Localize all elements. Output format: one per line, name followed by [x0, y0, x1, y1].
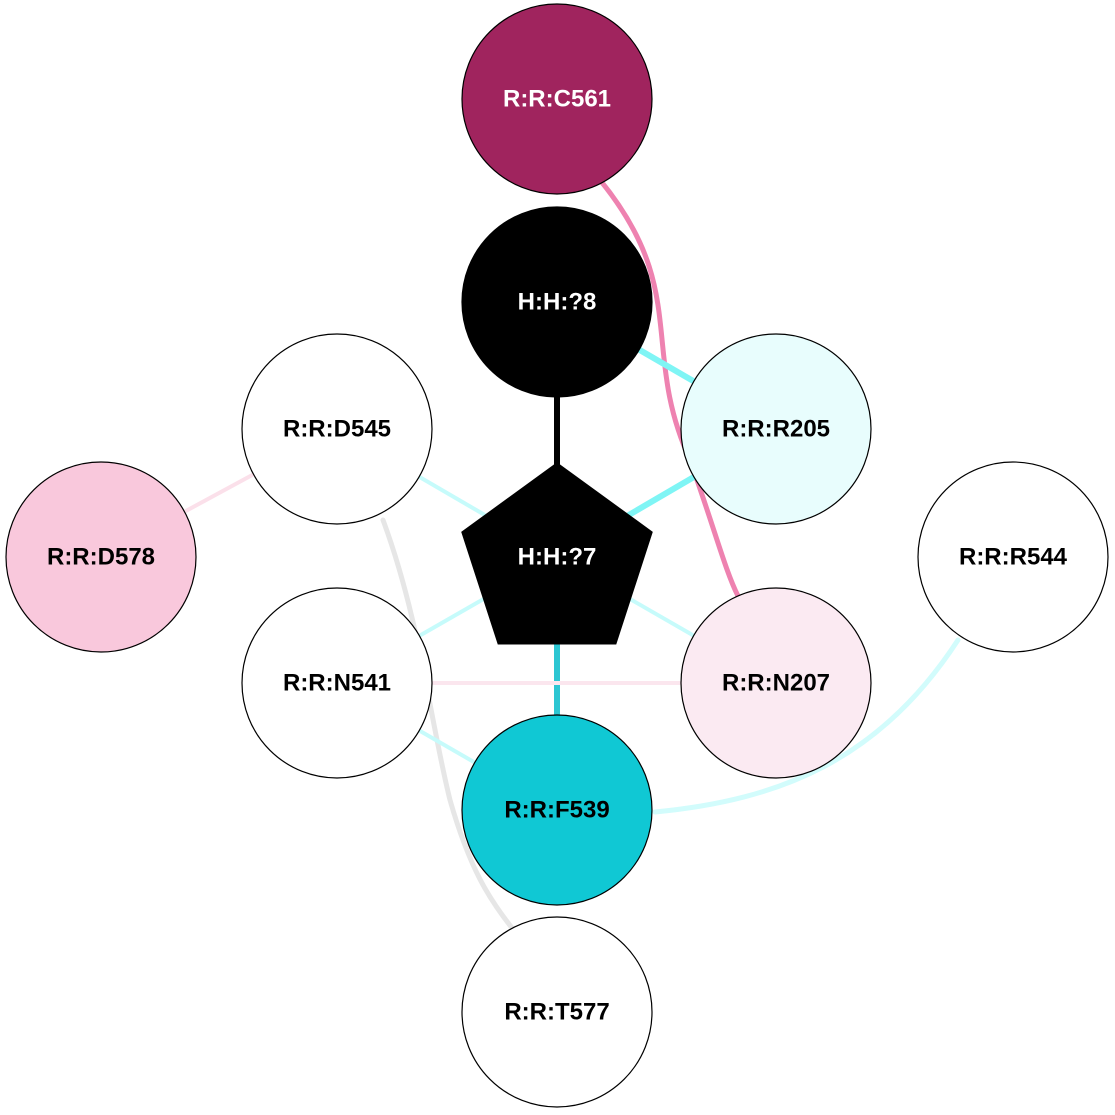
- node-shape-h7: [461, 462, 653, 645]
- node-label-c561: R:R:C561: [503, 86, 611, 113]
- node-label-n541: R:R:N541: [283, 670, 391, 697]
- edge-d545-t577: [380, 517, 515, 931]
- node-t577[interactable]: R:R:T577: [461, 916, 653, 1108]
- node-c561[interactable]: R:R:C561: [461, 3, 653, 195]
- node-shape-f539: [461, 714, 653, 906]
- node-shape-n207: [680, 587, 872, 779]
- node-n541[interactable]: R:R:N541: [241, 587, 433, 779]
- node-h8[interactable]: H:H:?8: [461, 206, 653, 398]
- node-shape-d578: [5, 461, 197, 653]
- node-d578[interactable]: R:R:D578: [5, 461, 197, 653]
- node-r544[interactable]: R:R:R544: [917, 461, 1109, 653]
- node-r205[interactable]: R:R:R205: [680, 333, 872, 525]
- node-n207[interactable]: R:R:N207: [680, 587, 872, 779]
- node-label-d578: R:R:D578: [47, 544, 155, 571]
- node-label-h7: H:H:?7: [518, 544, 597, 571]
- node-shape-r544: [917, 461, 1109, 653]
- node-label-n207: R:R:N207: [722, 670, 830, 697]
- node-shape-n541: [241, 587, 433, 779]
- node-label-t577: R:R:T577: [504, 999, 609, 1026]
- node-label-d545: R:R:D545: [283, 416, 391, 443]
- node-f539[interactable]: R:R:F539: [461, 714, 653, 906]
- edge-f539-r544: [652, 637, 961, 815]
- node-d545[interactable]: R:R:D545: [241, 333, 433, 525]
- node-shape-d545: [241, 333, 433, 525]
- edge-c561-n207: [597, 177, 741, 599]
- node-shape-c561: [461, 3, 653, 195]
- node-h7[interactable]: H:H:?7: [461, 462, 653, 645]
- node-label-r544: R:R:R544: [959, 544, 1068, 571]
- node-label-r205: R:R:R205: [722, 416, 830, 443]
- node-shape-h8: [461, 206, 653, 398]
- node-shape-t577: [461, 916, 653, 1108]
- node-shape-r205: [680, 333, 872, 525]
- node-label-h8: H:H:?8: [518, 289, 597, 316]
- node-label-f539: R:R:F539: [504, 797, 609, 824]
